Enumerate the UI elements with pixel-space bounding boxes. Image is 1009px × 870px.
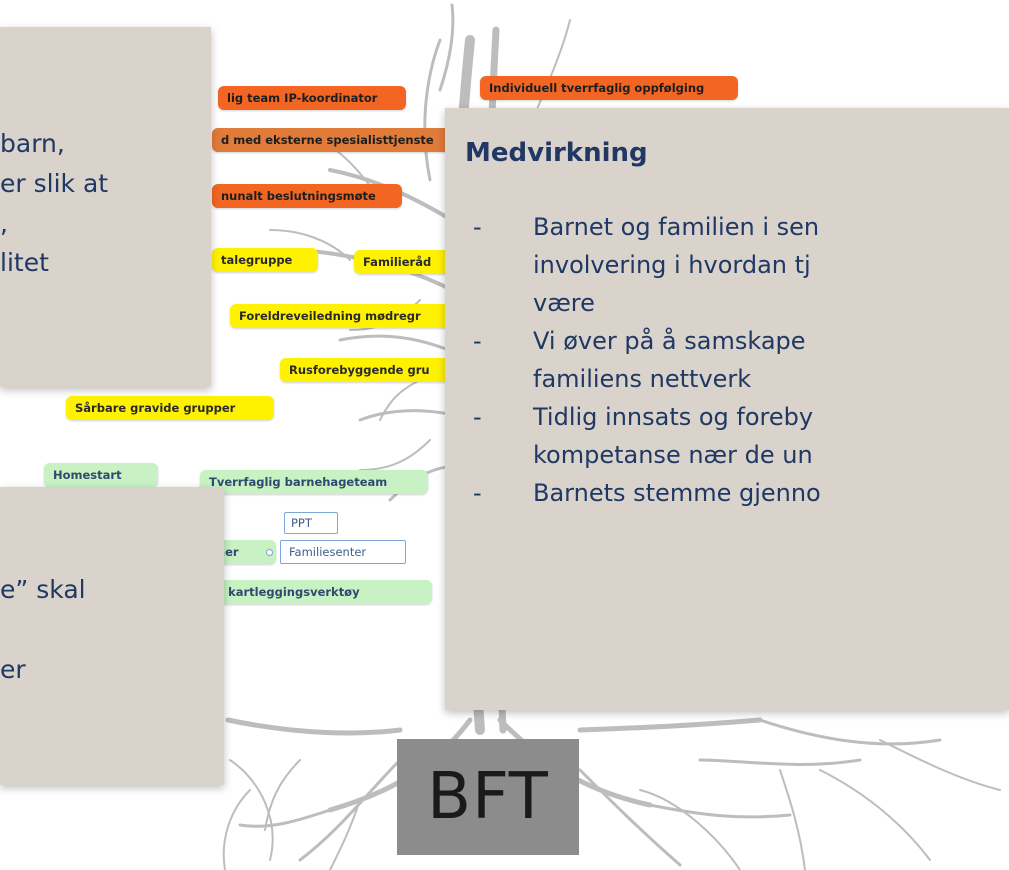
node-eksterne-spesialisttjenester: d med eksterne spesialisttjenste — [212, 128, 480, 152]
tree-branch — [423, 38, 442, 182]
bullet-text: familiens nettverk — [533, 365, 752, 393]
node-kartleggingsverktoy: ike kartleggingsverktøy — [196, 580, 432, 604]
tree-root — [578, 768, 682, 867]
node-individuell-oppfolging: Individuell tverrfaglig oppfølging — [480, 76, 738, 100]
bullet-text: Tidlig innsats og foreby — [533, 403, 814, 431]
node-barnehageteam: Tverrfaglig barnehageteam — [200, 470, 428, 494]
node-familierad: Familieråd — [354, 250, 462, 274]
bullet-text: kompetanse nær de un — [533, 441, 813, 469]
tree-root — [819, 769, 931, 861]
tree-root — [222, 789, 251, 870]
bft-logo: BFT — [397, 739, 579, 855]
tree-root — [758, 718, 942, 746]
node-ppt: PPT — [284, 512, 338, 534]
node-talegruppe: talegruppe — [212, 248, 318, 272]
node-connector — [266, 549, 273, 556]
panel-top-left: barn, er slik at , litet — [0, 27, 211, 387]
tree-root — [698, 758, 862, 766]
bullet-text: være — [533, 289, 595, 317]
ground-line — [577, 717, 763, 733]
ground-line — [225, 717, 403, 736]
tree-root — [648, 803, 792, 819]
node-sarbare-gravide: Sårbare gravide grupper — [66, 396, 274, 420]
bullet-text: Barnets stemme gjenno — [533, 479, 821, 507]
tree-root — [639, 789, 741, 870]
bullet-marker: - — [473, 327, 482, 355]
panel-text-line: er slik at — [0, 169, 109, 198]
node-beslutningsmote: nunalt beslutningsmøte — [212, 184, 402, 208]
panel-text-line: litet — [0, 248, 49, 277]
tree-branch — [269, 229, 351, 261]
tree-branch — [359, 439, 431, 471]
tree-root — [879, 739, 1001, 791]
panel-medvirkning: Medvirkning - Barnet og familien i sen i… — [445, 108, 1009, 710]
bullet-text: Vi øver på å samskape — [533, 327, 806, 355]
panel-text-line: , — [0, 209, 8, 238]
bft-logo-text: BFT — [427, 760, 549, 834]
tree-root — [238, 808, 332, 828]
bullet-text: involvering i hvordan tj — [533, 251, 811, 279]
bullet-text: Barnet og familien i sen — [533, 213, 820, 241]
tree-root — [329, 799, 361, 870]
panel-title: Medvirkning — [465, 138, 648, 168]
panel-text-line: e” skal — [0, 575, 86, 604]
bullet-marker: - — [473, 213, 482, 241]
node-homestart: Homestart — [44, 463, 158, 487]
tree-root — [229, 759, 274, 861]
tree-root — [264, 759, 301, 831]
tree-root — [779, 769, 806, 870]
panel-text-line: er — [0, 655, 26, 684]
tree-branch — [438, 3, 455, 92]
panel-text-line: barn, — [0, 129, 65, 158]
bullet-marker: - — [473, 403, 482, 431]
tree-branch — [379, 379, 421, 421]
panel-bottom-left: e” skal er — [0, 487, 224, 785]
node-foreldreveiledning: Foreldreveiledning mødregr — [230, 304, 468, 328]
node-rusforebyggende: Rusforebyggende gru — [280, 358, 468, 382]
node-familiesenter: Familiesenter — [280, 540, 406, 564]
bullet-marker: - — [473, 479, 482, 507]
node-ip-koordinator: lig team IP-koordinator — [218, 86, 406, 110]
tree-root — [298, 758, 402, 862]
